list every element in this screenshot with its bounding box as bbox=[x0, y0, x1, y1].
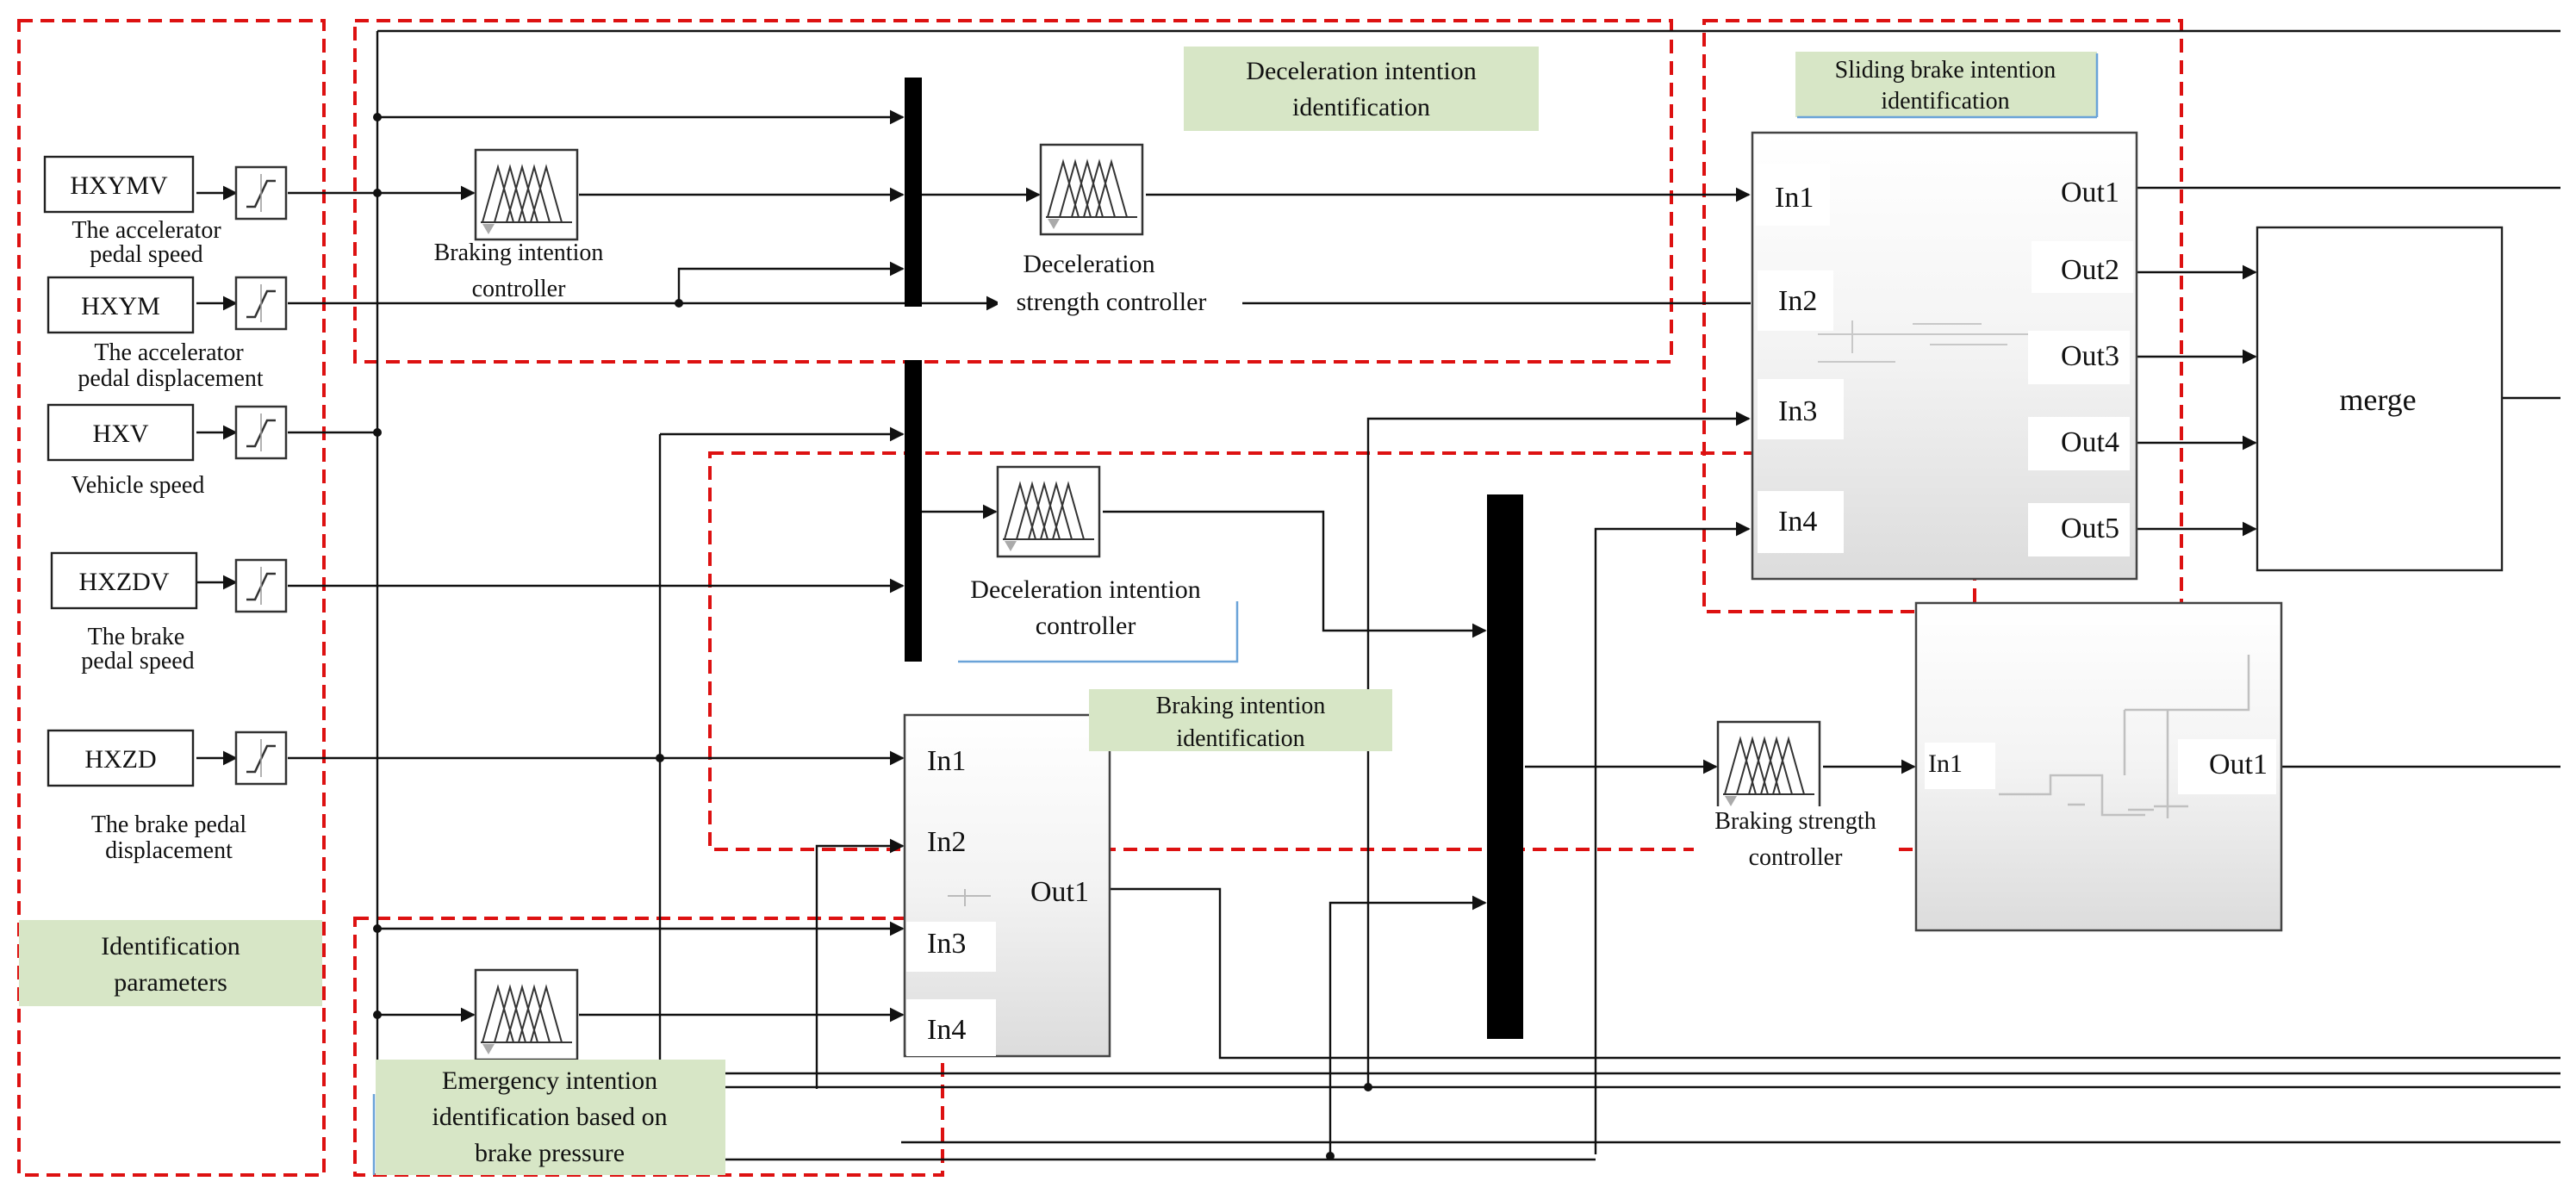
input-label-hxym: HXYM bbox=[81, 292, 160, 320]
sliding-in4-label: In4 bbox=[1778, 506, 1817, 538]
label-sliding-brake-intention-identification: Sliding brake intention identification bbox=[1795, 52, 2099, 119]
braking-intention-caption-line1: Braking intention bbox=[434, 239, 604, 266]
caption-hxzdv-line2: pedal speed bbox=[81, 648, 194, 675]
braking-out1-label: Out1 bbox=[1030, 876, 1089, 908]
svg-text:identification based on: identification based on bbox=[432, 1103, 667, 1131]
deceleration-intention-caption-line1: Deceleration intention bbox=[970, 575, 1200, 604]
label-braking-intention-identification: Braking intention identification bbox=[1089, 689, 1392, 752]
saturation-block-hxzd[interactable] bbox=[234, 731, 288, 786]
caption-hxym-line2: pedal displacement bbox=[78, 365, 264, 392]
input-block-hxv[interactable]: HXV bbox=[47, 403, 195, 462]
braking-in4-label: In4 bbox=[927, 1014, 966, 1046]
svg-text:parameters: parameters bbox=[114, 968, 227, 997]
input-block-hxymv[interactable]: HXYMV bbox=[43, 155, 195, 214]
sliding-out4-label: Out4 bbox=[2061, 426, 2119, 458]
sliding-in3-label: In3 bbox=[1778, 395, 1817, 427]
braking-intention-controller-block[interactable] bbox=[474, 148, 579, 241]
input-label-hxv: HXV bbox=[93, 420, 149, 448]
merge-label: merge bbox=[2339, 382, 2416, 417]
deceleration-intention-controller-block[interactable] bbox=[996, 465, 1101, 558]
identification-parameters-region bbox=[17, 19, 326, 1177]
svg-text:Deceleration intention: Deceleration intention bbox=[1246, 57, 1476, 85]
braking-in3-label: In3 bbox=[927, 928, 966, 960]
braking-in2-label: In2 bbox=[927, 826, 966, 858]
caption-hxzdv-line1: The brake bbox=[88, 624, 185, 650]
svg-text:identification: identification bbox=[1176, 725, 1304, 752]
sliding-brake-intention-region bbox=[1702, 19, 2183, 613]
sliding-out5-label: Out5 bbox=[2061, 513, 2119, 544]
caption-hxv: Vehicle speed bbox=[72, 472, 205, 499]
deceleration-intention-caption-line2: controller bbox=[1036, 612, 1136, 640]
label-deceleration-intention-identification: Deceleration intention identification bbox=[1184, 47, 1539, 131]
input-block-hxzdv[interactable]: HXZDV bbox=[50, 551, 198, 610]
svg-text:Sliding brake intention: Sliding brake intention bbox=[1835, 57, 2056, 84]
braking-intention-subsystem[interactable]: In1 In2 In3 In4 Out1 bbox=[903, 713, 1111, 1058]
merge-block[interactable]: merge bbox=[2256, 226, 2504, 572]
svg-text:identification: identification bbox=[1881, 88, 2009, 115]
svg-text:brake pressure: brake pressure bbox=[475, 1139, 625, 1167]
input-label-hxymv: HXYMV bbox=[70, 171, 168, 200]
braking-strength-subsystem[interactable]: In1 Out1 bbox=[1914, 601, 2283, 932]
deceleration-strength-caption-line2: strength controller bbox=[1017, 288, 1207, 316]
strength-out1-label: Out1 bbox=[2209, 749, 2268, 780]
saturation-block-hxymv[interactable] bbox=[234, 165, 288, 221]
mux-bar-3 bbox=[1487, 494, 1523, 1039]
braking-strength-caption-line1: Braking strength bbox=[1714, 808, 1876, 835]
input-label-hxzd: HXZD bbox=[84, 745, 156, 774]
deceleration-intention-region bbox=[353, 19, 1673, 364]
caption-hxzd-line1: The brake pedal bbox=[91, 811, 247, 838]
caption-hxzd-line2: displacement bbox=[105, 837, 233, 864]
braking-intention-region bbox=[708, 451, 1976, 851]
sliding-brake-subsystem[interactable]: In1 In2 In3 In4 Out1 Out2 Out3 Out4 Out5 bbox=[1751, 131, 2138, 581]
svg-text:Identification: Identification bbox=[101, 932, 240, 961]
braking-intention-caption-line2: controller bbox=[472, 276, 567, 302]
braking-strength-caption-line2: controller bbox=[1749, 844, 1844, 871]
label-identification-parameters: Identification parameters bbox=[19, 920, 322, 1006]
signal-lines bbox=[196, 29, 2560, 1161]
label-emergency-intention-identification: Emergency intention identification based… bbox=[372, 1060, 725, 1175]
saturation-block-hxv[interactable] bbox=[234, 405, 288, 460]
caption-hxymv-line1: The accelerator bbox=[72, 217, 221, 244]
braking-strength-controller-block[interactable] bbox=[1716, 720, 1821, 813]
sliding-out1-label: Out1 bbox=[2061, 177, 2119, 208]
mux-bar-2 bbox=[905, 360, 922, 662]
mux-bar-1 bbox=[905, 78, 922, 307]
strength-in1-label: In1 bbox=[1928, 749, 1963, 778]
saturation-block-hxzdv[interactable] bbox=[234, 558, 288, 613]
saturation-block-hxym[interactable] bbox=[234, 276, 288, 331]
input-block-hxym[interactable]: HXYM bbox=[47, 276, 195, 334]
deceleration-strength-controller-block[interactable] bbox=[1039, 143, 1144, 236]
sliding-in2-label: In2 bbox=[1778, 285, 1817, 317]
input-label-hxzdv: HXZDV bbox=[79, 568, 170, 596]
braking-in1-label: In1 bbox=[927, 745, 966, 777]
input-block-hxzd[interactable]: HXZD bbox=[47, 729, 195, 787]
sliding-out3-label: Out3 bbox=[2061, 340, 2119, 372]
caption-hxymv-line2: pedal speed bbox=[90, 241, 202, 268]
sliding-in1-label: In1 bbox=[1775, 182, 1814, 214]
caption-hxym-line1: The accelerator bbox=[94, 339, 244, 366]
sliding-out2-label: Out2 bbox=[2061, 254, 2119, 286]
svg-text:identification: identification bbox=[1292, 93, 1430, 121]
deceleration-strength-caption-line1: Deceleration bbox=[1023, 250, 1154, 278]
svg-text:Braking intention: Braking intention bbox=[1156, 693, 1326, 719]
svg-text:Emergency intention: Emergency intention bbox=[442, 1066, 657, 1095]
emergency-intention-controller-block[interactable] bbox=[474, 968, 579, 1061]
